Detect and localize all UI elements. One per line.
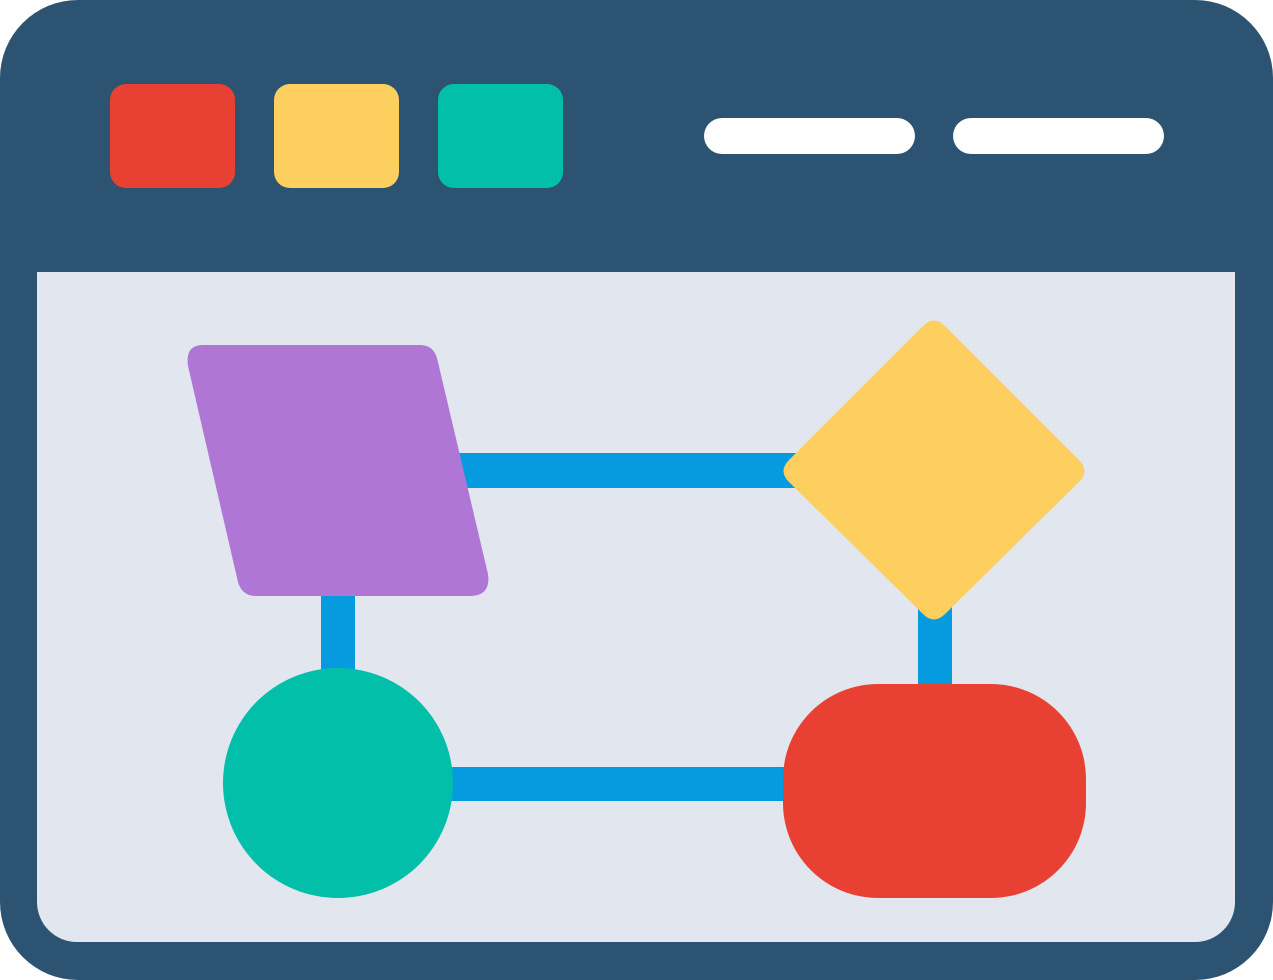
flowchart-node-parallelogram (187, 345, 489, 596)
connector-start-to-terminal (440, 767, 810, 801)
window-control-yellow-square (274, 84, 399, 188)
title-bar-pill-right (953, 118, 1164, 154)
title-bar-pill-left (704, 118, 915, 154)
window-control-teal-square (438, 84, 563, 188)
flowchart-node-circle (223, 668, 453, 898)
flowchart-node-rounded-rectangle (783, 684, 1086, 898)
connector-input-to-decision (440, 453, 810, 488)
window-control-red-square (110, 84, 235, 188)
flowchart-node-diamond (783, 320, 1085, 620)
